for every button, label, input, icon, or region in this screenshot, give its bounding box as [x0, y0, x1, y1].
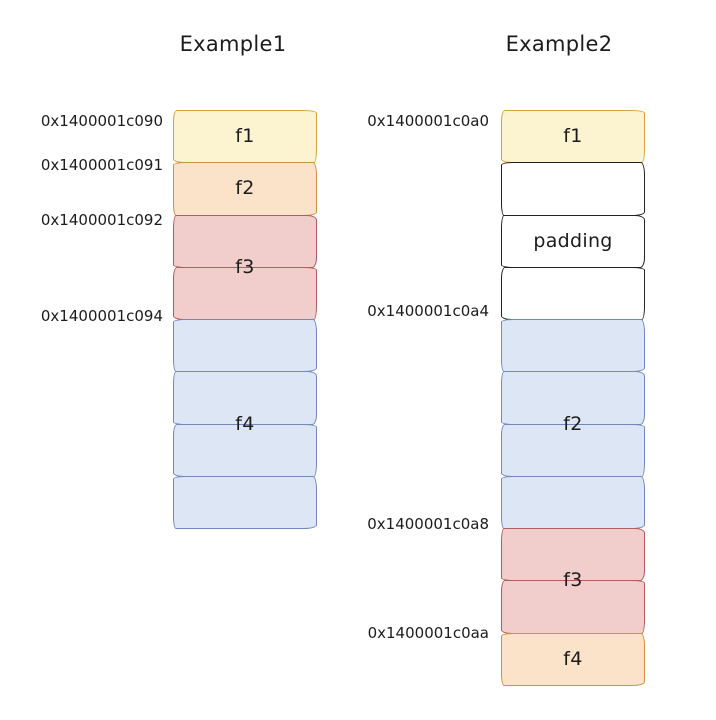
memory-cell-f4	[173, 371, 317, 425]
segment-label-f3: f3	[563, 569, 583, 592]
address-label: 0x1400001c0a8	[367, 515, 489, 533]
segment-label-f4: f4	[235, 412, 255, 435]
address-label: 0x1400001c091	[40, 156, 163, 174]
address-label: 0x1400001c094	[40, 307, 163, 325]
segment-label-f2: f2	[235, 177, 255, 200]
memory-cell-padding	[501, 162, 645, 216]
segment-label-f3: f3	[235, 255, 255, 278]
memory-cell-f4	[501, 632, 645, 686]
column-title-example1: Example1	[179, 32, 287, 56]
address-label: 0x1400001c0aa	[367, 624, 489, 642]
column-title-example2: Example2	[505, 32, 613, 56]
segment-label-f2: f2	[563, 412, 583, 435]
memory-cell-padding	[501, 266, 645, 321]
address-label: 0x1400001c092	[40, 211, 163, 229]
memory-cell-f4	[173, 319, 317, 373]
memory-cell-f2	[501, 423, 645, 477]
memory-cell-f2	[501, 371, 645, 425]
address-label: 0x1400001c0a4	[367, 302, 489, 320]
memory-cell-f2	[501, 319, 645, 373]
memory-cell-f2	[173, 162, 317, 216]
memory-cell-f3	[173, 266, 317, 321]
memory-cell-f2	[501, 475, 645, 530]
segment-label-padding: padding	[533, 229, 613, 252]
memory-cell-padding	[501, 214, 645, 268]
address-label: 0x1400001c090	[40, 112, 163, 130]
address-label: 0x1400001c0a0	[367, 112, 489, 130]
memory-cell-f1	[501, 110, 645, 164]
segment-label-f4: f4	[563, 647, 583, 670]
memory-cell-f3	[173, 214, 317, 268]
segment-label-f1: f1	[563, 125, 583, 148]
segment-label-f1: f1	[235, 125, 255, 148]
memory-cell-f4	[173, 475, 317, 530]
